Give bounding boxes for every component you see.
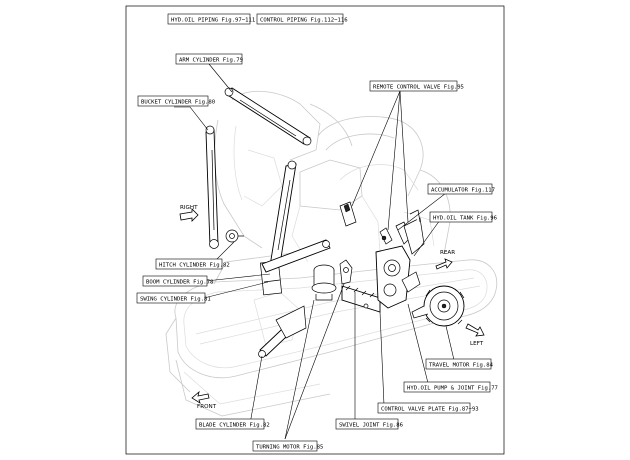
callout-blade-cylinder[interactable]: BLADE CYLINDER Fig.82 (195, 418, 270, 430)
header-ref-control-piping-label: CONTROL PIPING Fig.112~116 (260, 17, 348, 23)
callout-hyd-oil-tank[interactable]: HYD.OIL TANK Fig.96 (429, 211, 497, 223)
remote-control-valve-part (339, 201, 357, 227)
callout-swivel-joint-label: SWIVEL JOINT Fig.86 (339, 422, 403, 428)
components (205, 87, 465, 358)
callout-bucket-cylinder[interactable]: BUCKET CYLINDER Fig.80 (137, 95, 215, 107)
callout-remote-control-valve[interactable]: REMOTE CONTROL VALVE Fig.95 (369, 80, 464, 92)
callout-hyd-oil-pump-joint[interactable]: HYD.OIL PUMP & JOINT Fig.77 (403, 381, 498, 393)
direction-left: LEFT (465, 323, 485, 347)
hitch-fitting-part (225, 229, 244, 243)
travel-motor-part (411, 285, 465, 327)
callout-arm-cylinder[interactable]: ARM CYLINDER Fig.79 (175, 53, 243, 65)
callout-blade-cylinder-label: BLADE CYLINDER Fig.82 (199, 422, 270, 428)
callout-arm-cylinder-label: ARM CYLINDER Fig.79 (179, 57, 243, 63)
bucket-cylinder-part (205, 125, 219, 249)
callout-bucket-cylinder-label: BUCKET CYLINDER Fig.80 (141, 99, 215, 105)
control-valve-plate-part (341, 285, 381, 313)
callout-swivel-joint[interactable]: SWIVEL JOINT Fig.86 (335, 418, 403, 430)
callout-hyd-oil-tank-label: HYD.OIL TANK Fig.96 (433, 215, 497, 221)
callout-travel-motor[interactable]: TRAVEL MOTOR Fig.84 (425, 358, 494, 370)
callout-turning-motor[interactable]: TURNING MOTOR Fig.85 (252, 440, 323, 452)
hitch-cylinder-part (261, 239, 331, 273)
drawing-border (125, 5, 505, 455)
arm-cylinder-part (224, 87, 312, 146)
turning-motor-part (311, 264, 337, 301)
direction-rear-label: REAR (440, 250, 455, 256)
direction-rear: REAR (435, 250, 455, 270)
callout-swing-cylinder[interactable]: SWING CYLINDER Fig.81 (136, 292, 211, 304)
direction-front-label: FRONT (197, 404, 217, 410)
boom-cylinder-part (259, 160, 297, 296)
direction-right-arrow-icon (179, 208, 199, 222)
callout-control-valve-plate-label: CONTROL VALVE PLATE Fig.87~93 (381, 406, 479, 412)
direction-right-label: RIGHT (180, 205, 198, 211)
callout-boom-cylinder[interactable]: BOOM CYLINDER Fig.78 (142, 275, 214, 287)
direction-left-label: LEFT (470, 341, 484, 347)
hyd-oil-tank-part (403, 209, 425, 255)
callout-turning-motor-label: TURNING MOTOR Fig.85 (256, 444, 323, 450)
callout-hyd-oil-pump-joint-label: HYD.OIL PUMP & JOINT Fig.77 (407, 385, 498, 391)
direction-left-arrow-icon (465, 323, 485, 337)
header-ref-hyd-oil-piping[interactable]: HYD.OIL PIPING Fig.97~111 (167, 13, 255, 25)
header-ref-control-piping[interactable]: CONTROL PIPING Fig.112~116 (256, 13, 348, 25)
swivel-joint-part (339, 259, 353, 285)
callout-remote-control-valve-label: REMOTE CONTROL VALVE Fig.95 (373, 84, 464, 90)
direction-right: RIGHT (179, 205, 199, 222)
header-ref-hyd-oil-piping-label: HYD.OIL PIPING Fig.97~111 (171, 17, 255, 23)
blade-cylinder-part (258, 305, 307, 358)
direction-rear-arrow-icon (435, 258, 453, 270)
callout-travel-motor-label: TRAVEL MOTOR Fig.84 (429, 362, 494, 368)
callout-accumulator-label: ACCUMULATOR Fig.117 (431, 187, 495, 193)
callout-boom-cylinder-label: BOOM CYLINDER Fig.78 (146, 279, 214, 285)
callout-control-valve-plate[interactable]: CONTROL VALVE PLATE Fig.87~93 (377, 402, 479, 414)
callout-hitch-cylinder-label: HITCH CYLINDER Fig.82 (159, 262, 230, 268)
callout-hitch-cylinder[interactable]: HITCH CYLINDER Fig.82 (155, 258, 230, 270)
hyd-pump-part (375, 245, 421, 309)
callout-swing-cylinder-label: SWING CYLINDER Fig.81 (140, 296, 211, 302)
direction-front: FRONT (191, 390, 217, 410)
direction-front-arrow-icon (191, 390, 210, 404)
callout-accumulator[interactable]: ACCUMULATOR Fig.117 (427, 183, 495, 195)
